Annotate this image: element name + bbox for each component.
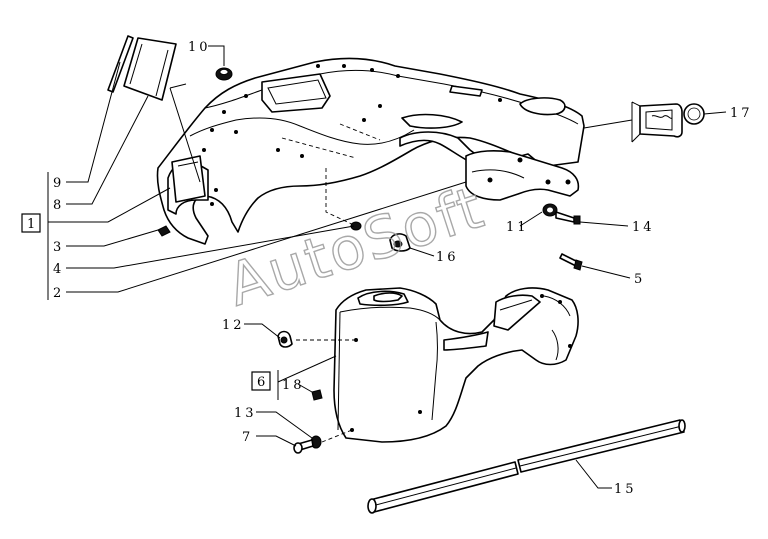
plug-12 bbox=[277, 330, 293, 348]
callout-6: 6 bbox=[257, 375, 268, 390]
callout-9: 9 bbox=[53, 176, 64, 191]
callout-12: 12 bbox=[222, 318, 245, 333]
callout-15: 15 bbox=[614, 482, 637, 497]
leader-lines bbox=[47, 45, 727, 489]
callout-4: 4 bbox=[53, 262, 64, 277]
nut-4 bbox=[350, 221, 362, 231]
callout-1: 1 bbox=[27, 217, 38, 232]
callout-1-box bbox=[21, 213, 41, 233]
callout-3: 3 bbox=[53, 240, 64, 255]
grommet-10 bbox=[215, 67, 233, 81]
mounting-bracket bbox=[465, 150, 580, 201]
callout-2: 2 bbox=[53, 286, 64, 301]
insulation-pad bbox=[107, 35, 206, 203]
callout-11: 11 bbox=[506, 220, 529, 235]
callout-14: 14 bbox=[632, 220, 655, 235]
lower-console bbox=[296, 287, 579, 443]
callout-5: 5 bbox=[634, 272, 645, 287]
callout-18: 18 bbox=[282, 378, 305, 393]
callout-17: 17 bbox=[730, 106, 753, 121]
callout-8: 8 bbox=[53, 198, 64, 213]
clip-18 bbox=[311, 389, 323, 401]
callout-13: 13 bbox=[234, 406, 257, 421]
screw-3 bbox=[157, 225, 171, 237]
callout-7: 7 bbox=[242, 430, 253, 445]
screw-7 bbox=[293, 439, 314, 454]
seal-profile-17 bbox=[639, 103, 705, 138]
bolt-5 bbox=[559, 253, 583, 271]
trim-strip-15 bbox=[367, 419, 686, 514]
bolt-14 bbox=[555, 211, 581, 225]
washer-11 bbox=[542, 203, 558, 217]
callout-10: 10 bbox=[188, 40, 211, 55]
callout-6-box bbox=[251, 371, 271, 391]
callout-labels: 10 17 9 8 1 3 4 2 11 14 16 5 12 6 18 13 … bbox=[21, 40, 753, 497]
callout-16: 16 bbox=[436, 250, 459, 265]
